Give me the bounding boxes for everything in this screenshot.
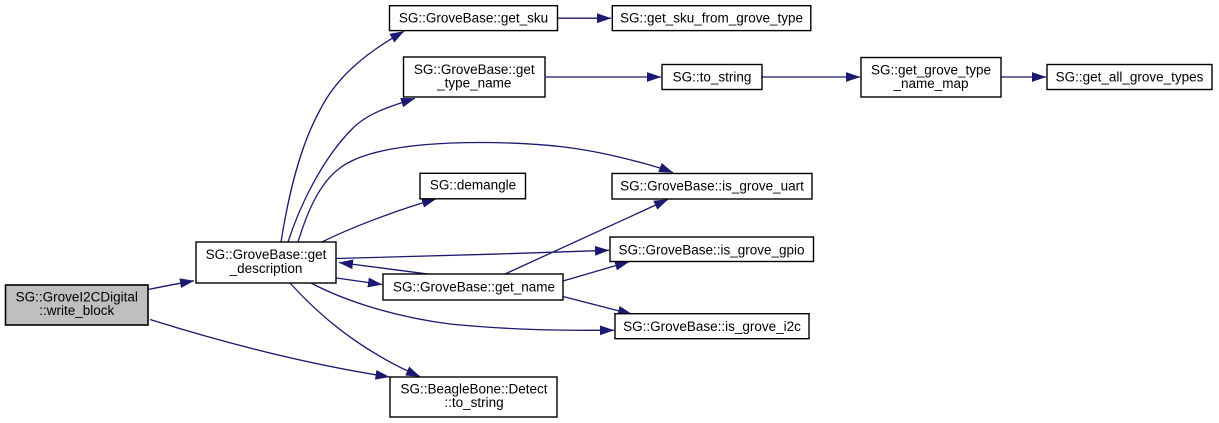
svg-text:SG::GroveBase::get: SG::GroveBase::get — [206, 247, 327, 262]
svg-text:SG::GroveBase::is_grove_gpio: SG::GroveBase::is_grove_gpio — [618, 243, 804, 258]
svg-text:_name_map: _name_map — [892, 76, 968, 91]
svg-text:::write_block: ::write_block — [39, 303, 114, 318]
svg-text:SG::BeagleBone::Detect: SG::BeagleBone::Detect — [400, 382, 547, 397]
svg-text:SG::GroveBase::get: SG::GroveBase::get — [414, 62, 535, 77]
svg-text:SG::get_sku_from_grove_type: SG::get_sku_from_grove_type — [620, 10, 803, 25]
svg-text:SG::demangle: SG::demangle — [430, 178, 516, 193]
svg-text:SG::GroveI2CDigital: SG::GroveI2CDigital — [16, 289, 138, 304]
svg-text:_description: _description — [229, 261, 303, 276]
svg-text:SG::GroveBase::is_grove_i2c: SG::GroveBase::is_grove_i2c — [623, 319, 801, 334]
svg-text:::to_string: ::to_string — [444, 395, 503, 410]
svg-text:_type_name: _type_name — [436, 76, 511, 91]
svg-text:SG::get_grove_type: SG::get_grove_type — [871, 62, 991, 77]
svg-text:SG::to_string: SG::to_string — [673, 70, 752, 85]
svg-text:SG::get_all_grove_types: SG::get_all_grove_types — [1056, 70, 1204, 85]
svg-text:SG::GroveBase::get_sku: SG::GroveBase::get_sku — [399, 10, 548, 25]
svg-text:SG::GroveBase::get_name: SG::GroveBase::get_name — [393, 280, 555, 295]
svg-text:SG::GroveBase::is_grove_uart: SG::GroveBase::is_grove_uart — [620, 179, 804, 194]
